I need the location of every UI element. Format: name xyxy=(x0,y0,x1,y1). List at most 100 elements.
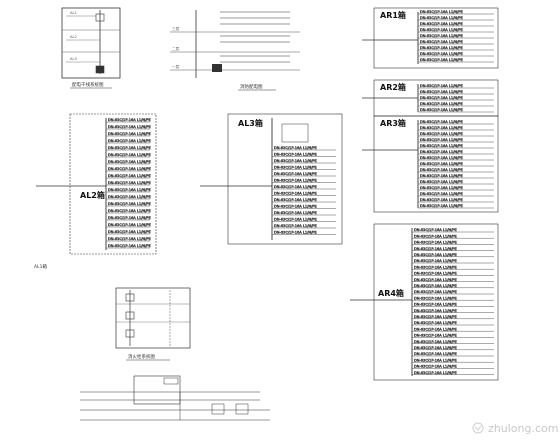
circuit-label: DN-63C/1P-16A L1/N/PE xyxy=(414,247,457,251)
circuit-label: DN-63C/1P-16A L1/N/PE xyxy=(414,358,457,362)
control-circuit-bottom xyxy=(80,375,270,421)
circuit-label: DN-63C/1P-16A L1/N/PE xyxy=(420,58,463,62)
circuit-label: DN-63C/1P-16A L1/N/PE xyxy=(420,34,463,38)
circuit-label: DN-63C/1P-16A L1/N/PE xyxy=(420,102,463,106)
circuit-label: DN-63C/1P-16A L1/N/PE xyxy=(414,228,457,232)
circuit-label: DN-63C/1P-16A L1/N/PE xyxy=(274,218,317,222)
circuit-label: DN-63C/1P-16A L1/N/PE xyxy=(420,144,463,148)
circuit-label: DN-63C/1P-16A L1/N/PE xyxy=(420,84,463,88)
ar4-frame xyxy=(373,223,499,381)
circuit-label: DN-63C/1P-16A L1/N/PE xyxy=(414,303,457,307)
circuit-label: DN-63C/1P-16A L1/N/PE xyxy=(414,253,457,257)
circuit-label: DN-63C/1P-16A L1/N/PE xyxy=(414,259,457,263)
hydrant-schematic: 消火栓系统图 xyxy=(115,287,191,361)
circuit-label: DN-63C/1P-16A L1/N/PE xyxy=(108,153,151,157)
panel-ar4: AR4箱 DN-63C/1P-16A L1/N/PE DN-63C/1P-16A … xyxy=(350,223,499,381)
circuit-label: DN-63C/1P-16A L1/N/PE xyxy=(274,205,317,209)
circuit-label: DN-63C/1P-16A L1/N/PE xyxy=(414,309,457,313)
panel-al2: AL2箱 DN-63C/1P-16A L1/N/PE DN-63C/1P-16A … xyxy=(36,113,157,255)
title-hydrant: 消火栓系统图 xyxy=(128,353,155,360)
circuit-label: DN-63C/1P-16A L1/N/PE xyxy=(414,352,457,356)
circuit-label: DN-63C/1P-16A L1/N/PE xyxy=(420,126,463,130)
circuit-label: DN-63C/1P-16A L1/N/PE xyxy=(420,204,463,208)
circuit-label: DN-63C/1P-16A L1/N/PE xyxy=(420,28,463,32)
floor-label-3: 三层 xyxy=(172,26,180,31)
circuit-label: DN-63C/1P-16A L1/N/PE xyxy=(274,224,317,228)
circuit-label: DN-63C/1P-16A L1/N/PE xyxy=(108,195,151,199)
svg-text:AL3: AL3 xyxy=(70,57,77,61)
circuit-label: DN-63C/1P-16A L1/N/PE xyxy=(414,241,457,245)
circuit-label: DN-63C/1P-16A L1/N/PE xyxy=(420,16,463,20)
circuit-label: DN-63C/1P-16A L1/N/PE xyxy=(420,198,463,202)
circuit-label: DN-63C/1P-16A L1/N/PE xyxy=(108,244,151,248)
circuit-label: DN-63C/1P-16A L1/N/PE xyxy=(108,181,151,185)
circuit-label: DN-63C/1P-16A L1/N/PE xyxy=(108,118,151,122)
circuit-label: DN-63C/1P-16A L1/N/PE xyxy=(414,327,457,331)
circuit-label: DN-63C/1P-16A L1/N/PE xyxy=(414,340,457,344)
panel-ar3: AR3箱 DN-63C/1P-16A L1/N/PE DN-63C/1P-16A … xyxy=(362,115,499,213)
circuit-label: DN-63C/1P-16A L1/N/PE xyxy=(108,174,151,178)
floor-distribution-top-mid: 三层 二层 一层 消防配电图 xyxy=(170,10,300,91)
ar1-frame xyxy=(373,7,499,69)
floor-label-2: 二层 xyxy=(172,46,180,51)
circuit-label: DN-63C/1P-16A L1/N/PE xyxy=(420,180,463,184)
watermark-text: zhulong.com xyxy=(488,422,558,435)
circuit-label: DN-63C/1P-16A L1/N/PE xyxy=(108,167,151,171)
circuit-label: DN-63C/1P-16A L1/N/PE xyxy=(414,334,457,338)
circuit-label: DN-63C/1P-16A L1/N/PE xyxy=(414,265,457,269)
circuit-label: DN-63C/1P-16A L1/N/PE xyxy=(414,365,457,369)
circuit-label: DN-63C/1P-16A L1/N/PE xyxy=(108,188,151,192)
circuit-label: DN-63C/1P-16A L1/N/PE xyxy=(414,278,457,282)
circuit-label: DN-63C/1P-16A L1/N/PE xyxy=(108,209,151,213)
circuit-label: DN-63C/1P-16A L1/N/PE xyxy=(414,321,457,325)
circuit-label: DN-63C/1P-16A L1/N/PE xyxy=(274,185,317,189)
circuit-label: DN-63C/1P-16A L1/N/PE xyxy=(274,231,317,235)
circuit-label: DN-63C/1P-16A L1/N/PE xyxy=(414,315,457,319)
circuit-label: DN-63C/1P-16A L1/N/PE xyxy=(420,40,463,44)
ar3-label: AR3箱 xyxy=(380,118,406,128)
circuit-label: DN-63C/1P-16A L1/N/PE xyxy=(420,120,463,124)
panel-ar2: AR2箱 DN-63C/1P-16A L1/N/PE DN-63C/1P-16A … xyxy=(362,79,499,117)
title-riser: 配电干线系统图 xyxy=(72,81,104,88)
circuit-label: DN-63C/1P-16A L1/N/PE xyxy=(420,192,463,196)
al3-label: AL3箱 xyxy=(238,118,263,128)
circuit-label: DN-63C/1P-16A L1/N/PE xyxy=(108,146,151,150)
circuit-label: DN-63C/1P-16A L1/N/PE xyxy=(414,272,457,276)
al3-frame xyxy=(227,113,343,245)
circuit-label: DN-63C/1P-16A L1/N/PE xyxy=(414,290,457,294)
title-fire-distribution: 消防配电图 xyxy=(240,83,263,90)
al2-label: AL2箱 xyxy=(80,190,105,200)
circuit-label: DN-63C/1P-16A L1/N/PE xyxy=(420,150,463,154)
circuit-label: DN-63C/1P-16A L1/N/PE xyxy=(274,198,317,202)
circuit-label: DN-63C/1P-16A L1/N/PE xyxy=(274,192,317,196)
circuit-label: DN-63C/1P-16A L1/N/PE xyxy=(420,174,463,178)
floor-label-1: 一层 xyxy=(172,64,180,69)
circuit-label: DN-63C/1P-16A L1/N/PE xyxy=(414,296,457,300)
circuit-label: DN-63C/1P-16A L1/N/PE xyxy=(108,202,151,206)
hydrant-frame xyxy=(115,287,191,349)
ar2-label: AR2箱 xyxy=(380,82,406,92)
circuit-label: DN-63C/1P-16A L1/N/PE xyxy=(420,168,463,172)
ar3-frame xyxy=(373,115,499,213)
circuit-label: DN-63C/1P-16A L1/N/PE xyxy=(274,153,317,157)
riser-diagram-top-left: AL1 AL2 AL3 配电干线系统图 xyxy=(61,7,121,89)
circuit-label: DN-63C/1P-16A L1/N/PE xyxy=(108,139,151,143)
watermark-logo xyxy=(472,422,484,434)
circuit-label: DN-63C/1P-16A L1/N/PE xyxy=(108,216,151,220)
ar4-label: AR4箱 xyxy=(378,288,404,298)
circuit-label: DN-63C/1P-16A L1/N/PE xyxy=(420,90,463,94)
circuit-label: DN-63C/1P-16A L1/N/PE xyxy=(108,125,151,129)
circuit-label: DN-63C/1P-16A L1/N/PE xyxy=(108,160,151,164)
circuit-label: DN-63C/1P-16A L1/N/PE xyxy=(420,108,463,112)
circuit-label: DN-63C/1P-16A L1/N/PE xyxy=(108,223,151,227)
ar1-label: AR1箱 xyxy=(380,10,406,20)
circuit-label: DN-63C/1P-16A L1/N/PE xyxy=(414,346,457,350)
circuit-label: DN-63C/1P-16A L1/N/PE xyxy=(108,237,151,241)
circuit-label: DN-63C/1P-16A L1/N/PE xyxy=(414,234,457,238)
svg-text:AL1: AL1 xyxy=(70,11,77,15)
circuit-label: DN-63C/1P-16A L1/N/PE xyxy=(274,166,317,170)
circuit-label: DN-63C/1P-16A L1/N/PE xyxy=(108,132,151,136)
circuit-label: DN-63C/1P-16A L1/N/PE xyxy=(420,186,463,190)
al1-label: AL1箱 xyxy=(34,263,47,270)
